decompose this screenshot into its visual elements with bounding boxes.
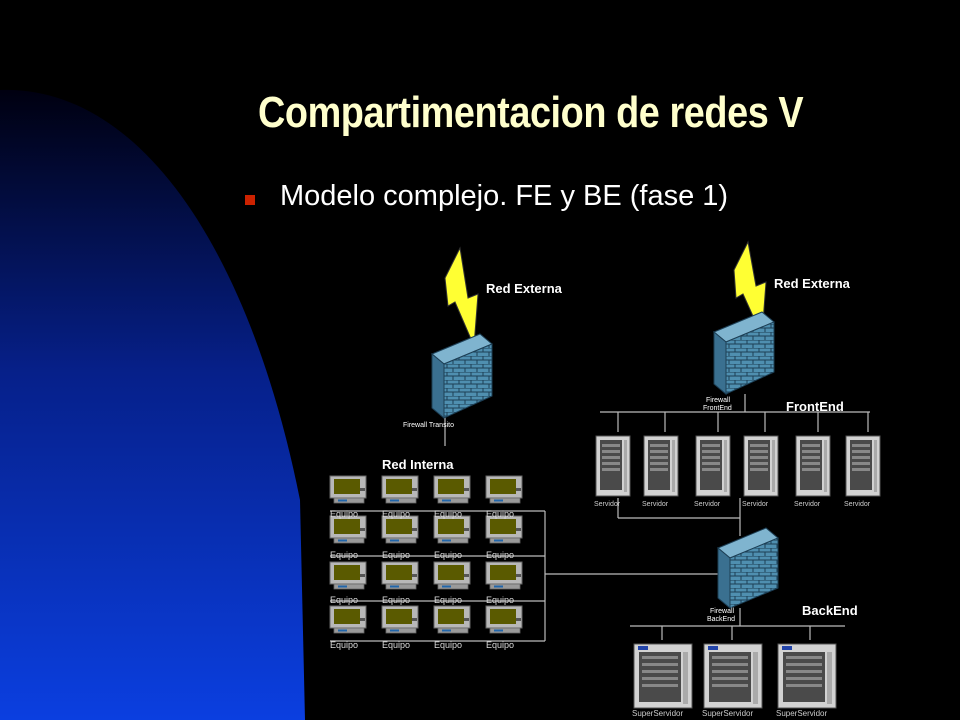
firewall-frontend-label-1: Firewall [706,397,731,404]
firewall-backend-label-2: BackEnd [707,616,735,623]
frontend-label: FrontEnd [786,399,844,414]
servidor-label: Servidor [742,501,769,508]
equipo-label: Equipo [486,509,514,519]
firewall-backend-icon [717,527,779,610]
servidor-label: Servidor [844,501,871,508]
equipo-label: Equipo [434,595,462,605]
superservidor-label: SuperServidor [776,709,827,718]
superservidor-label: SuperServidor [702,709,753,718]
frontend-servers [595,435,881,497]
equipo-label: Equipo [486,595,514,605]
equipo-label: Equipo [330,550,358,560]
equipo-label: Equipo [330,595,358,605]
red-externa-label-2: Red Externa [774,276,851,291]
equipo-label: Equipo [382,640,410,650]
equipo-label: Equipo [330,640,358,650]
servidor-label: Servidor [642,501,669,508]
lightning-bolt-1 [444,246,479,347]
servidor-label: Servidor [694,501,721,508]
slide-title: Compartimentacion de redes V [258,88,804,137]
servidor-labels: Servidor Servidor Servidor Servidor Serv… [594,501,871,508]
equipo-label: Equipo [486,640,514,650]
equipo-label: Equipo [434,550,462,560]
firewall-transito-icon [431,333,493,420]
firewall-transito-label: Firewall Transito [403,422,454,429]
lightning-bolt-2 [733,240,767,337]
connection-lines [330,394,870,642]
equipo-label: Equipo [382,550,410,560]
superservidor-label: SuperServidor [632,709,683,718]
equipo-label: Equipo [382,595,410,605]
equipo-label: Equipo [382,509,410,519]
red-interna-label: Red Interna [382,457,454,472]
equipo-label: Equipo [330,509,358,519]
firewall-backend-label-1: Firewall [710,608,735,615]
backend-superservers [633,643,837,709]
red-externa-label-1: Red Externa [486,281,563,296]
equipo-label: Equipo [434,640,462,650]
firewall-frontend-icon [713,311,775,396]
blue-curved-shape [0,89,305,720]
backend-label: BackEnd [802,603,858,618]
servidor-label: Servidor [794,501,821,508]
bullet-marker [245,195,255,205]
equipo-label: Equipo [486,550,514,560]
network-diagram: Red Externa Red Externa Firewall Transit… [329,240,881,718]
bullet-text: Modelo complejo. FE y BE (fase 1) [280,180,729,212]
servidor-label: Servidor [594,501,621,508]
firewall-frontend-label-2: FrontEnd [703,405,732,412]
equipo-label: Equipo [434,509,462,519]
